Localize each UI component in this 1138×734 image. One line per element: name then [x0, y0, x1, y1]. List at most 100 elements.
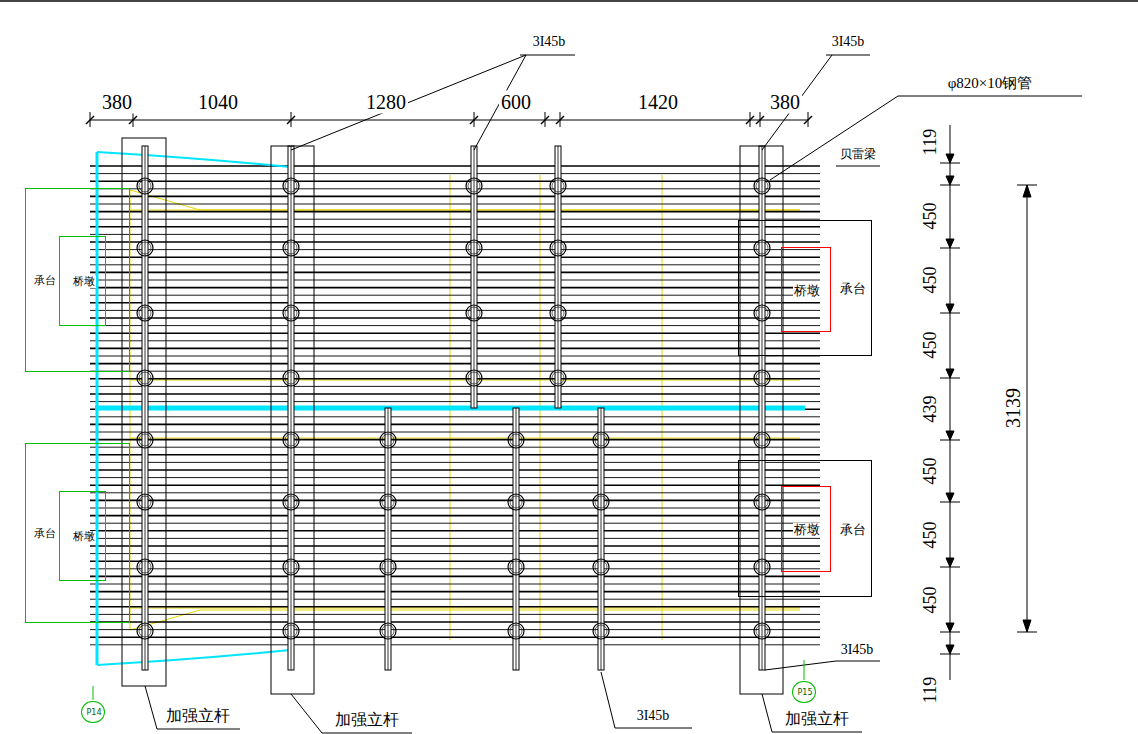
bailey-beam [90, 256, 820, 258]
steel-pipe [283, 432, 299, 448]
steel-pipe [283, 559, 299, 575]
dimension-text: 600 [499, 91, 533, 114]
bailey-beam [90, 363, 820, 365]
steel-pipe [595, 496, 607, 508]
bailey-beam [90, 226, 820, 228]
i-beam [288, 146, 294, 670]
steel-pipe [595, 561, 607, 573]
steel-pipe [508, 432, 524, 448]
part-callout: 加强立杆 [783, 710, 851, 728]
part-callout: 加强立杆 [164, 707, 232, 725]
steel-pipe [754, 240, 770, 256]
dimension-arrow [946, 304, 954, 313]
node-label: 桥墩 [72, 276, 96, 288]
steel-pipe [756, 372, 768, 384]
bailey-beam [90, 530, 820, 532]
pier-box: 桥墩 [59, 491, 106, 581]
steel-pipe [285, 242, 297, 254]
beam-callout: 3I45b [830, 34, 867, 50]
steel-pipe [595, 625, 607, 637]
i-beam [555, 146, 561, 408]
node-label: 桥墩 [793, 523, 821, 537]
node-label: P15 [796, 689, 813, 698]
bailey-beam [90, 484, 820, 486]
steel-pipe [380, 559, 396, 575]
bailey-beam [90, 165, 820, 167]
steel-pipe [285, 496, 297, 508]
steel-pipe [283, 240, 299, 256]
pier-number-circle: P15 [792, 681, 815, 703]
steel-pipe [593, 559, 609, 575]
pier-box: 桥墩 [781, 486, 831, 572]
dimension-arrow [946, 431, 954, 440]
cyan-outline [95, 152, 805, 665]
dimension-text: 1420 [636, 91, 680, 114]
i-beam-web [474, 146, 475, 408]
steel-pipe [137, 240, 153, 256]
steel-pipe [468, 242, 480, 254]
bailey-beam [90, 317, 820, 319]
steel-pipe [139, 496, 151, 508]
steel-pipe [552, 242, 564, 254]
bailey-beam [90, 340, 820, 341]
dimension-arrow [946, 645, 954, 654]
bailey-beam [90, 211, 820, 213]
steel-pipe [754, 623, 770, 639]
bailey-beam [90, 196, 820, 198]
steel-pipe [756, 625, 768, 637]
bailey-beam [90, 621, 820, 623]
bailey-beam [90, 408, 820, 410]
bailey-beams [90, 166, 820, 645]
bailey-beam [90, 614, 820, 615]
bailey-beam [90, 401, 820, 402]
steel-pipe [139, 242, 151, 254]
bailey-beam [90, 264, 820, 265]
bailey-beam [90, 310, 820, 311]
steel-pipe [137, 559, 153, 575]
pipe-callout: φ820×10钢管 [946, 75, 1035, 92]
bailey-beam [90, 538, 820, 539]
steel-pipe [137, 432, 153, 448]
i-beam [759, 146, 765, 670]
right-dimension [940, 125, 1037, 680]
bailey-beam [90, 584, 820, 585]
steel-pipe [510, 561, 522, 573]
top-dimension [86, 112, 812, 127]
dimension-text: 450 [920, 330, 941, 361]
bailey-beam [90, 173, 820, 174]
steel-pipe [552, 307, 564, 319]
node-label: 桥墩 [72, 531, 96, 543]
bailey-beam [90, 280, 820, 281]
bailey-beam [90, 416, 820, 417]
steel-pipe [382, 625, 394, 637]
bailey-beam [90, 447, 820, 448]
steel-pipe [754, 559, 770, 575]
dimension-text: 380 [768, 91, 802, 114]
frame-line [0, 0, 1138, 2]
i-beam-web [516, 408, 517, 670]
beam-callout: 3I45b [531, 34, 568, 50]
bailey-beam [90, 219, 820, 220]
steel-pipe [283, 305, 299, 321]
beam-callout: 3I45b [635, 708, 672, 724]
bailey-beam [90, 636, 820, 638]
pile-cap-box: 承台桥墩 [25, 443, 130, 623]
bailey-beam [90, 500, 820, 502]
steel-pipe [466, 370, 482, 386]
steel-pipe [550, 178, 566, 194]
pier-box: 桥墩 [59, 236, 106, 326]
dimension-text: 439 [920, 394, 941, 425]
bailey-beam [90, 576, 820, 578]
bailey-beam [90, 477, 820, 478]
steel-pipe [550, 370, 566, 386]
steel-pipe [468, 180, 480, 192]
bailey-beam [90, 591, 820, 593]
bailey-beam [90, 332, 820, 334]
steel-pipe [139, 434, 151, 446]
steel-pipe [285, 561, 297, 573]
i-beam-web [558, 146, 559, 408]
dimension-arrow [946, 239, 954, 248]
node-label: P14 [85, 709, 102, 718]
steel-pipe [552, 180, 564, 192]
steel-pipe [508, 494, 524, 510]
